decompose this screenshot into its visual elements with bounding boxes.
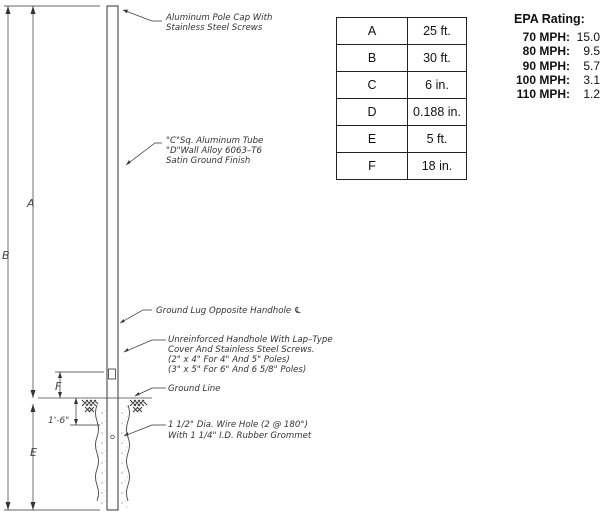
spec-key: F	[336, 152, 408, 180]
soil-hatch-right	[129, 399, 148, 413]
spec-value: 5 ft.	[407, 125, 467, 153]
epa-row: 80 MPH: 9.5	[508, 44, 600, 58]
pole-tube	[106, 5, 119, 511]
spec-key: D	[336, 98, 408, 126]
leader-handhole	[123, 339, 166, 353]
epa-value: 1.2	[583, 87, 600, 102]
leader-ground-line	[134, 387, 166, 397]
spec-value: 25 ft.	[407, 17, 467, 45]
spec-key: E	[336, 125, 408, 153]
spec-key: C	[336, 71, 408, 99]
spec-value: 0.188 in.	[407, 98, 467, 126]
callout-wire-hole: 1 1/2" Dia. Wire Hole (2 @ 180°) With 1 …	[168, 420, 312, 441]
callout-pole-cap: Aluminum Pole Cap With Stainless Steel S…	[165, 13, 275, 33]
leader-pole-cap	[122, 9, 162, 22]
epa-value: 9.5	[583, 44, 600, 59]
callout-handhole: Unreinforced Handhole With Lap–Type Cove…	[168, 335, 335, 375]
epa-speed: 110 MPH:	[516, 87, 570, 102]
spec-key: A	[336, 17, 408, 45]
dim-label-embed: 1'-6"	[48, 416, 69, 426]
epa-rating: EPA Rating: 70 MPH: 15.0 80 MPH: 9.5 90 MP…	[508, 12, 600, 101]
spec-value: 30 ft.	[407, 44, 467, 72]
callout-ground-line: Ground Line	[168, 384, 220, 394]
epa-value: 5.7	[583, 58, 600, 73]
leader-tube	[125, 142, 162, 166]
epa-row: 110 MPH: 1.2	[508, 87, 600, 101]
epa-speed: 90 MPH:	[522, 58, 570, 73]
foundation-edge-left	[95, 404, 99, 502]
leader-ground-lug	[119, 309, 152, 324]
epa-value: 3.1	[583, 72, 600, 87]
dim-label-e: E	[30, 446, 37, 459]
dim-label-b: B	[2, 249, 10, 262]
dim-label-a: A	[26, 197, 35, 210]
wire-hole	[110, 434, 115, 440]
epa-row: 70 MPH: 15.0	[508, 30, 600, 44]
epa-speed: 80 MPH:	[522, 44, 570, 59]
epa-title: EPA Rating:	[514, 12, 585, 26]
spec-value: 18 in.	[407, 152, 467, 180]
spec-key: B	[336, 44, 408, 72]
epa-speed: 70 MPH:	[522, 30, 570, 44]
handhole	[108, 368, 116, 380]
soil-hatch-left	[81, 399, 99, 413]
callout-ground-lug: Ground Lug Opposite Handhole ℄	[156, 306, 302, 316]
spec-value: 6 in.	[407, 71, 467, 99]
callout-tube: "C"Sq. Aluminum Tube "D"Wall Alloy 6063–…	[166, 136, 266, 166]
foundation-edge-right	[126, 404, 130, 502]
leader-wire-hole	[123, 424, 166, 437]
epa-value: 15.0	[576, 30, 600, 44]
dim-label-f: F	[55, 380, 62, 393]
epa-row: 90 MPH: 5.7	[508, 59, 600, 73]
epa-row: 100 MPH: 3.1	[508, 73, 600, 87]
epa-speed: 100 MPH:	[515, 72, 570, 87]
